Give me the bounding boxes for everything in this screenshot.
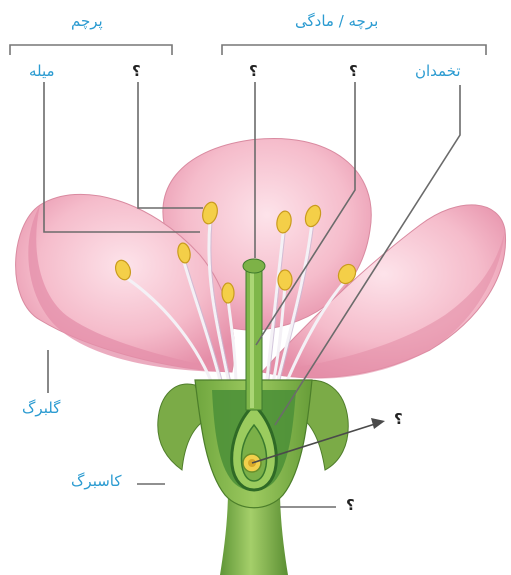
bracket-stamen [10,45,172,55]
label-sepal: کاسبرگ [71,472,122,490]
label-receptacle-unknown: ؟ [346,496,355,514]
label-stigma-unknown: ؟ [249,62,258,80]
label-filament: میله [29,62,55,80]
label-petal: گلبرگ [22,399,60,417]
label-stamen-group: پرچم [71,12,103,30]
stigma [243,259,265,273]
bracket-pistil [222,45,486,55]
label-ovary: تخمدان [415,62,461,80]
label-anther-unknown: ؟ [132,62,141,80]
style-highlight [250,272,254,408]
group-brackets [10,45,486,55]
label-style-unknown: ؟ [349,62,358,80]
label-ovule-unknown: ؟ [394,410,403,428]
label-pistil-group: برچه / مادگی [295,12,378,30]
